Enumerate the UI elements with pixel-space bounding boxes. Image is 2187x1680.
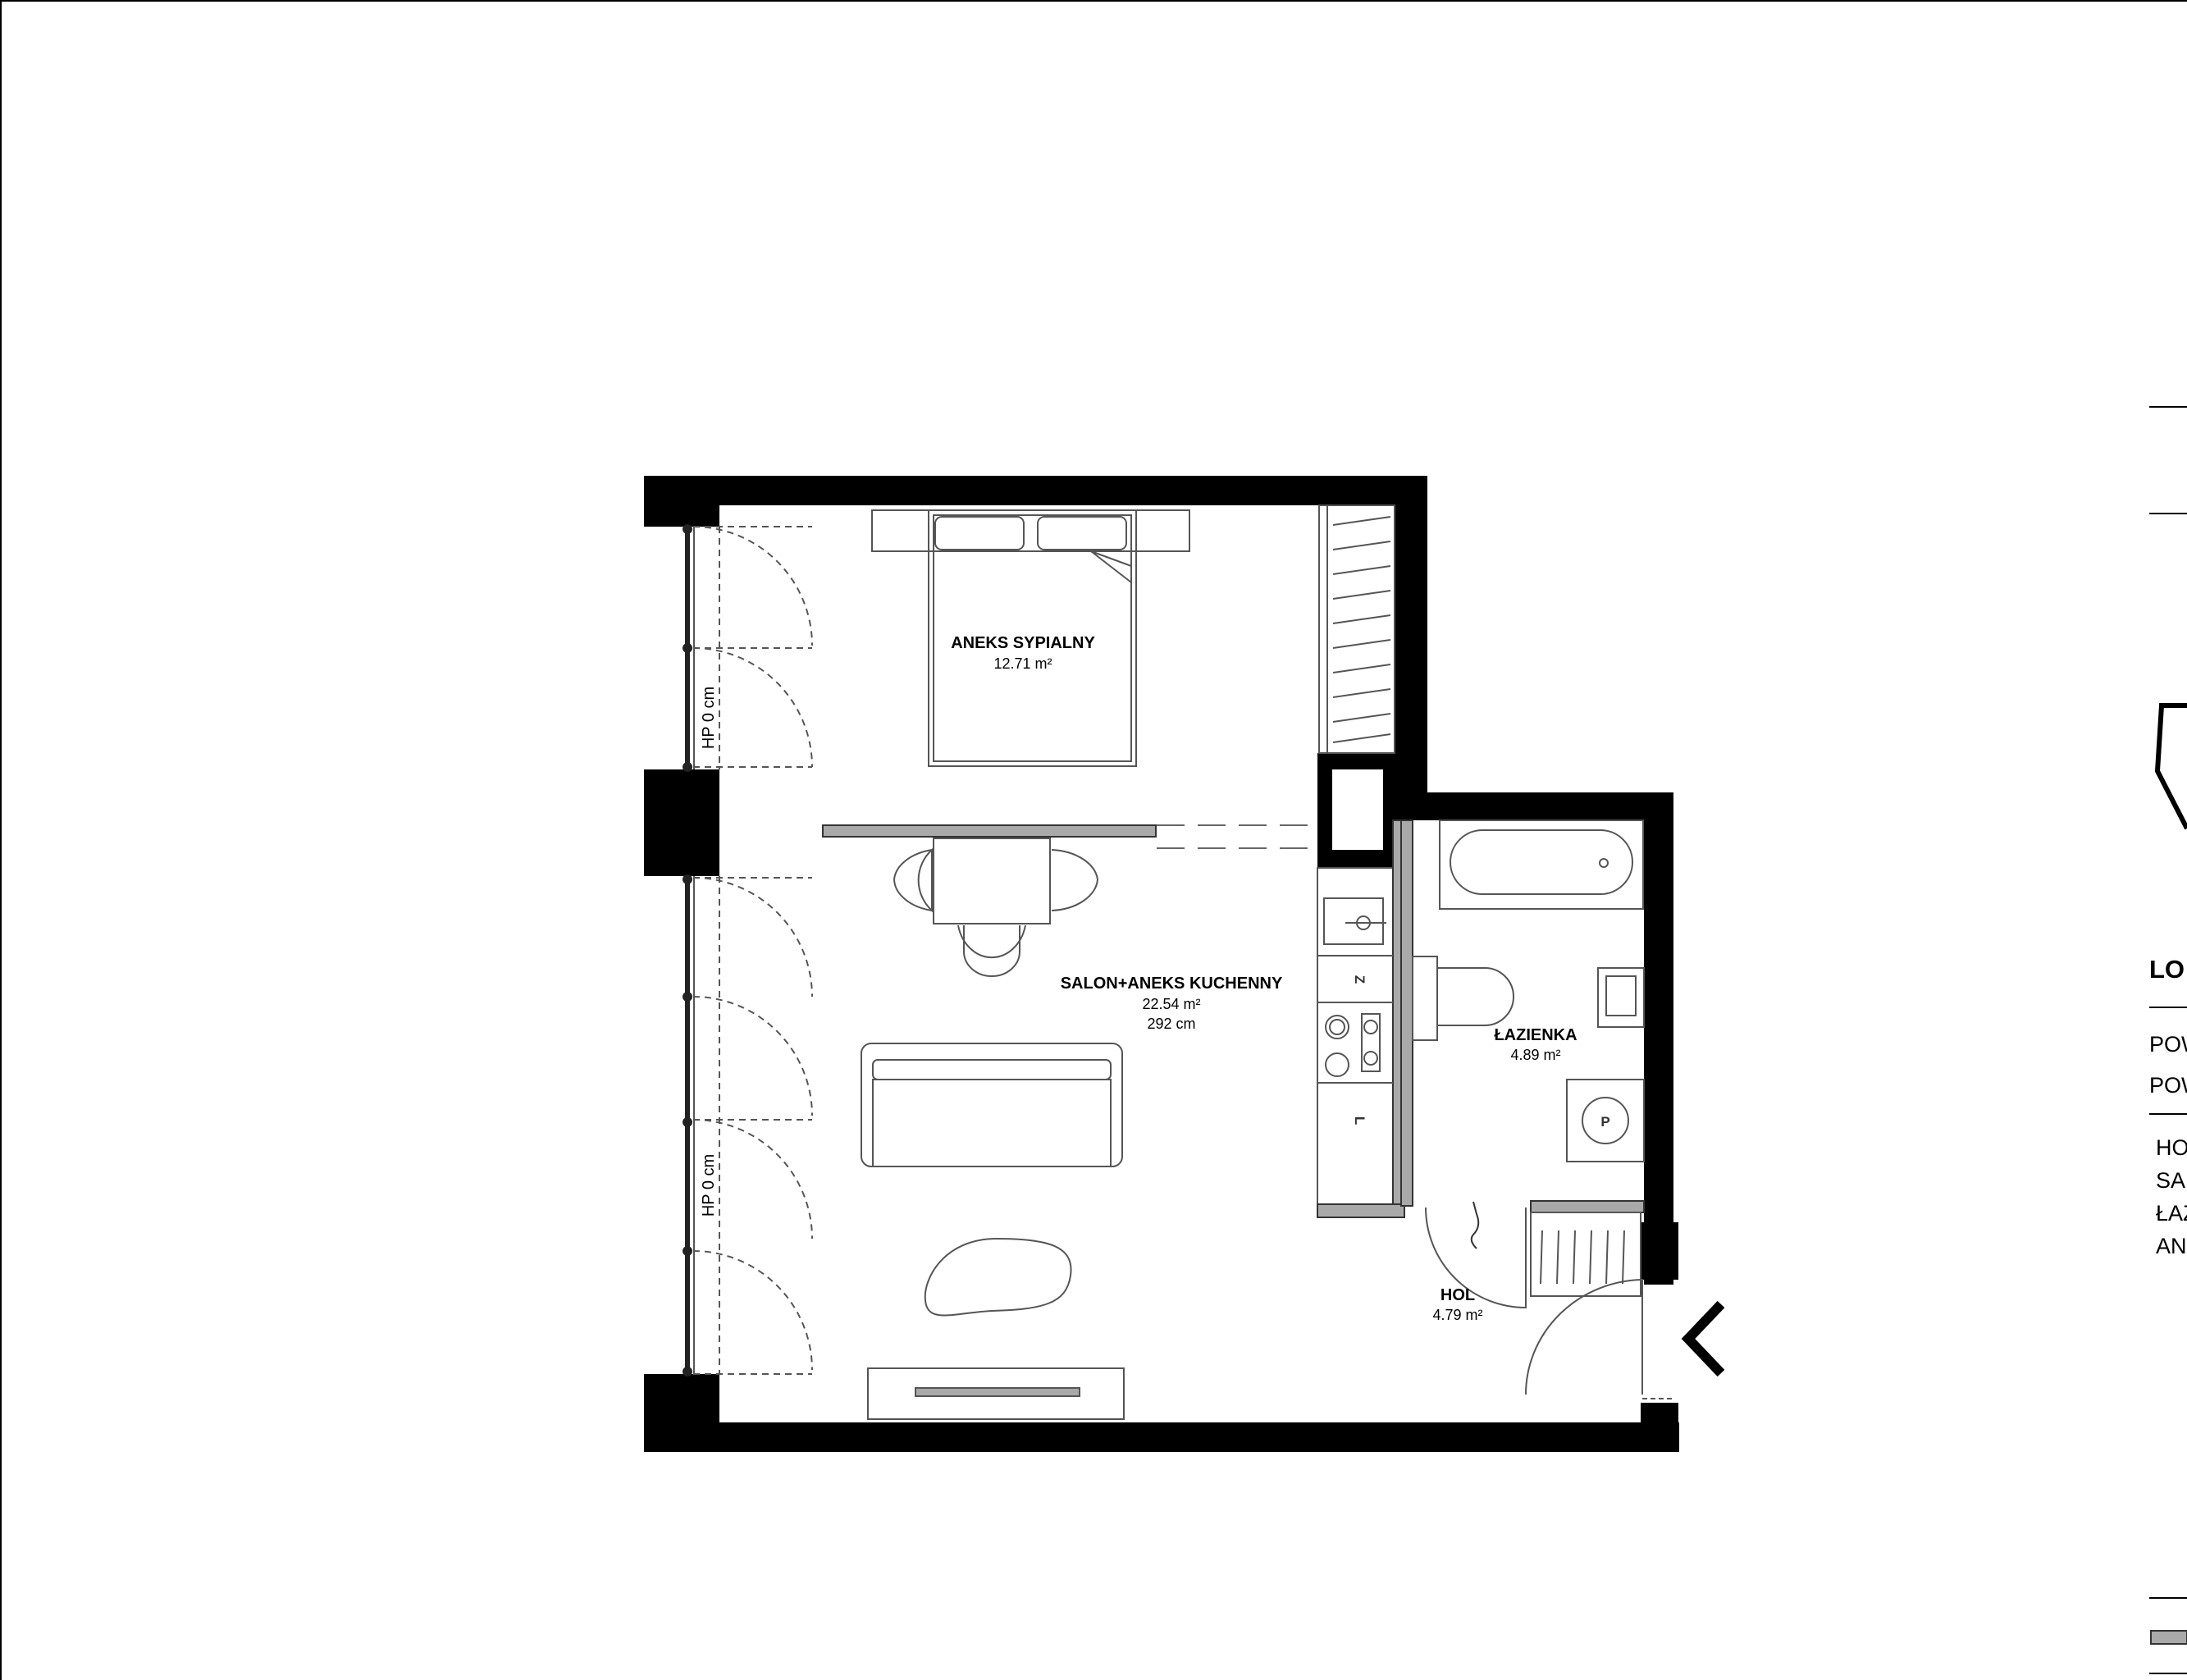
- legend-room-row-4: ANE: [2156, 1234, 2187, 1258]
- kitchen-pillar-void: [1332, 769, 1383, 850]
- toilet-cistern: [1412, 956, 1438, 1041]
- sofa: [861, 1043, 1123, 1167]
- bathtub-drain: [1599, 858, 1609, 868]
- wall-right: [1644, 792, 1673, 1285]
- tv: [915, 1387, 1080, 1397]
- bathroom-area: 4.89 m²: [1510, 1047, 1560, 1063]
- kitchen-end-wall: [1317, 1203, 1405, 1218]
- sofa-seat: [872, 1079, 1112, 1167]
- hob-ring-3: [1361, 1013, 1381, 1072]
- legend-area-row-2: POW: [2149, 1073, 2187, 1098]
- wall-bottom: [644, 1422, 1679, 1452]
- window-swing-4: [692, 996, 813, 1116]
- hall-wardrobe-body: [1530, 1212, 1641, 1297]
- hob-ring-1-inner: [1329, 1019, 1345, 1035]
- bathroom-name: ŁAZIENKA: [1494, 1026, 1577, 1044]
- wardrobe: [1318, 504, 1395, 754]
- window-swing-6: [692, 1250, 813, 1375]
- bedroom-area: 12.71 m²: [993, 655, 1052, 672]
- bathtub-inner: [1450, 829, 1633, 895]
- chair-left: [917, 847, 933, 913]
- wall-right-bottom-jamb: [1641, 1403, 1678, 1452]
- legend-room-row-3: ŁAZ: [2156, 1201, 2187, 1226]
- tv-cabinet-outline: [867, 1367, 1125, 1420]
- pillow-right: [1037, 516, 1127, 550]
- legend-title: LO: [2149, 955, 2185, 984]
- hall-wardrobe: [1530, 1200, 1645, 1297]
- headboard: [871, 509, 1190, 552]
- window-swing-3: [692, 877, 813, 998]
- toilet-bowl: [1437, 967, 1514, 1026]
- hall-name: HOL: [1440, 1286, 1475, 1304]
- dining-set: [893, 838, 1099, 977]
- legend-area-row-1: POW: [2149, 1032, 2187, 1057]
- dining-table: [933, 838, 1051, 924]
- compass-icon: [2154, 703, 2187, 830]
- living-area: 22.54 m²: [1142, 996, 1200, 1012]
- wall-top: [644, 476, 1427, 505]
- wall-left-top: [644, 476, 719, 527]
- hall-wardrobe-hangers: [1540, 1230, 1625, 1285]
- duvet-fold: [1090, 550, 1132, 585]
- kitchen-counter: [1317, 867, 1394, 1207]
- hall-wardrobe-top: [1530, 1200, 1645, 1213]
- window-swing-1: [692, 526, 813, 646]
- bedroom-name: ANEKS SYPIALNY: [951, 634, 1095, 652]
- entrance-door[interactable]: [1525, 1278, 1643, 1395]
- sofa-back: [872, 1059, 1112, 1080]
- legend: LO POW POW HO SAL ŁAZ ANE: [2149, 406, 2187, 1674]
- left-windows: [685, 526, 813, 1375]
- door-handle-icon: [1470, 1201, 1480, 1249]
- living-name: SALON+ANEKS KUCHENNY: [1061, 975, 1283, 993]
- chair-bottom: [957, 924, 1026, 959]
- chair-bottom-seat: [963, 925, 1020, 977]
- living-height: 292 cm: [1147, 1016, 1195, 1032]
- bed: [871, 509, 1190, 767]
- bed-mattress: [933, 514, 1132, 762]
- walls: [644, 476, 1679, 1452]
- entrance-arrow-icon: [1681, 1300, 1725, 1377]
- bathroom-fixtures: [1400, 819, 1645, 1207]
- legend-room-row-1: HO: [2156, 1135, 2187, 1160]
- sofa-outline: [861, 1043, 1123, 1167]
- window-swing-2: [692, 647, 813, 768]
- pillow-left: [934, 516, 1025, 550]
- hob-ring-1: [1325, 1015, 1349, 1039]
- window-hinges: [683, 524, 692, 1376]
- hob-ring-3a: [1363, 1020, 1378, 1034]
- chair-left-back: [893, 849, 933, 911]
- bathtub-outer: [1439, 819, 1644, 910]
- legend-partition-swatch: [2150, 1630, 2187, 1645]
- freezer-letter: L: [1352, 1116, 1367, 1125]
- wardrobe-outline: [1318, 504, 1395, 754]
- hall-area: 4.79 m²: [1432, 1307, 1482, 1323]
- bath-sink-inner: [1605, 975, 1637, 1016]
- washer: [1566, 1079, 1645, 1162]
- wall-living-right: [1395, 476, 1427, 819]
- kitchen-unit: [1317, 819, 1405, 1218]
- chair-right: [1051, 849, 1099, 911]
- wall-bathroom-top: [1395, 792, 1673, 820]
- bathroom-left-wall: [1400, 819, 1413, 1207]
- fridge-letter: Z: [1352, 975, 1367, 984]
- window-label-lower: HP 0 cm: [700, 1154, 718, 1217]
- tv-cabinet: [867, 1367, 1125, 1420]
- hob-ring-2: [1325, 1052, 1349, 1077]
- bed-frame: [928, 509, 1137, 767]
- wall-left-pillar: [644, 769, 719, 876]
- window-label-upper: HP 0 cm: [700, 687, 718, 749]
- partition-wall: [822, 824, 1157, 838]
- sink: [1323, 897, 1384, 945]
- washer-drum: [1582, 1097, 1629, 1144]
- hob-ring-3b: [1363, 1051, 1378, 1066]
- wardrobe-hangers: [1332, 516, 1391, 743]
- bathroom-door[interactable]: [1425, 1207, 1527, 1309]
- rug: [924, 1237, 1072, 1317]
- bath-sink: [1597, 967, 1645, 1028]
- wall-right-door-jamb: [1641, 1222, 1678, 1280]
- legend-room-row-2: SAL: [2156, 1168, 2187, 1193]
- washer-letter: P: [1600, 1114, 1609, 1130]
- sliding-door: [1157, 824, 1317, 849]
